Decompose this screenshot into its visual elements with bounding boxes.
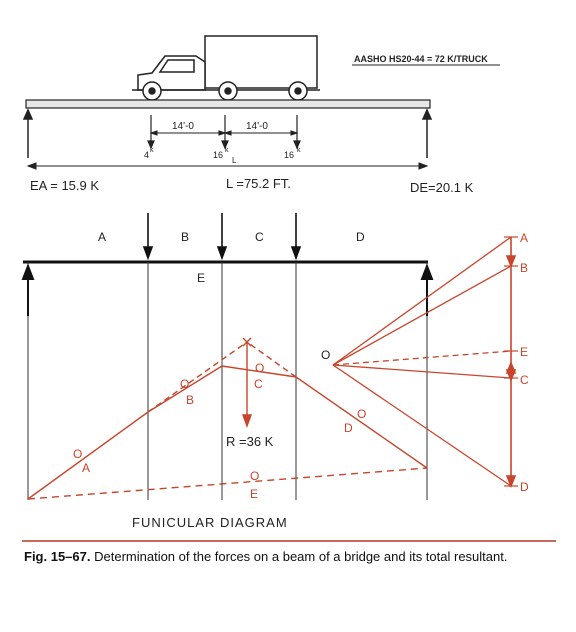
load-line-arrowhead-ab — [505, 255, 517, 269]
string-oa — [27, 411, 149, 500]
load-value-3: 16 — [284, 150, 294, 160]
truck-middle-hub — [224, 87, 232, 95]
string-od — [295, 376, 428, 469]
funicular-label-d: D — [344, 421, 353, 435]
load-line-arrowhead-ec — [505, 360, 517, 374]
truck-window — [158, 59, 195, 73]
funicular-label-o-e: O — [250, 469, 259, 483]
axle-dim-arrow-right — [290, 130, 299, 136]
span-dim-arrow-left — [26, 162, 37, 170]
resultant-label: R =36 K — [226, 434, 274, 449]
space-left-reaction-arrowhead — [21, 263, 35, 280]
span-dimension-2: 14'-0 — [246, 121, 268, 132]
deck-right-reaction-arrowhead — [421, 108, 433, 120]
funicular-label-o-a: O — [73, 447, 82, 461]
funicular-label-c: C — [254, 377, 263, 391]
load-value-1: 4 — [144, 150, 149, 160]
funicular-label-o-d: O — [357, 407, 366, 421]
force-label-d: D — [520, 480, 529, 494]
extension-string-oc — [246, 341, 297, 378]
load-unit-1: k — [150, 147, 154, 154]
space-label-b: B — [181, 230, 189, 244]
ray-od — [332, 364, 512, 487]
funicular-label-a: A — [82, 461, 90, 475]
caption-figure-number: Fig. 15–67. — [24, 549, 91, 564]
span-dimension-1: 14'-0 — [172, 121, 194, 132]
force-label-b: B — [520, 261, 528, 275]
truck-illustration — [132, 35, 320, 101]
ray-oc — [332, 364, 512, 379]
load-unit-2: k — [225, 147, 229, 154]
pole-label: O — [321, 348, 330, 362]
deck-left-reaction-arrowhead — [22, 108, 34, 120]
space-diagram: A B C D E — [21, 213, 434, 500]
truck-front-hub — [148, 87, 156, 95]
span-dim-arrow-right — [418, 162, 429, 170]
funicular-label-e: E — [250, 487, 258, 501]
truck-cab — [137, 55, 206, 91]
force-label-c: C — [520, 373, 529, 387]
closing-string-oe — [27, 467, 428, 500]
space-label-d: D — [356, 230, 365, 244]
wheel-load-arrowhead-2 — [221, 140, 229, 150]
force-label-e: E — [520, 345, 528, 359]
left-reaction-label: EA = 15.9 K — [30, 178, 99, 193]
ray-oe — [332, 350, 512, 366]
space-label-a: A — [98, 230, 106, 244]
wheel-load-arrowhead-3 — [293, 140, 301, 150]
wheel-load-arrowhead-1 — [147, 140, 155, 150]
force-label-a: A — [520, 231, 528, 245]
force-polygon: O A B E C D — [321, 231, 529, 494]
figure-caption: Fig. 15–67. Determination of the forces … — [24, 548, 544, 566]
truck-rear-hub — [294, 87, 302, 95]
funicular-label-b: B — [186, 393, 194, 407]
resultant-arrowhead — [242, 414, 252, 429]
load-unit-3: k — [297, 147, 301, 154]
space-label-c: C — [255, 230, 264, 244]
space-right-reaction-arrowhead — [420, 263, 434, 280]
diagram-title: FUNICULAR DIAGRAM — [132, 515, 288, 530]
bridge-deck — [25, 99, 431, 109]
load-line-arrowhead-cd — [505, 475, 517, 489]
axle-dim-arrow-mid-left — [218, 130, 227, 136]
space-load-arrowhead-2 — [216, 246, 228, 261]
ray-oa — [332, 236, 512, 366]
span-symbol: L — [232, 156, 237, 165]
string-oc — [221, 365, 297, 378]
truck-trailer-box — [204, 35, 318, 89]
span-length-label: L =75.2 FT. — [226, 176, 291, 191]
space-label-e: E — [197, 271, 205, 285]
load-value-2: 16 — [213, 150, 223, 160]
load-note: AASHO HS20-44 = 72 K/TRUCK — [354, 54, 488, 64]
string-ob — [147, 365, 223, 413]
caption-text: Determination of the forces on a beam of… — [94, 549, 508, 564]
funicular-label-o-c: O — [255, 361, 264, 375]
space-load-arrowhead-3 — [290, 246, 302, 261]
axle-dim-arrow-mid-right — [223, 130, 232, 136]
funicular-label-o-b: O — [180, 377, 189, 391]
right-reaction-label: DE=20.1 K — [410, 180, 474, 195]
funicular-polygon: O A O B O C O D O E R =36 K — [27, 337, 428, 501]
ray-ob — [332, 265, 512, 366]
extension-string-ob — [147, 341, 248, 413]
axle-dim-arrow-left — [149, 130, 158, 136]
space-load-arrowhead-1 — [142, 246, 154, 261]
